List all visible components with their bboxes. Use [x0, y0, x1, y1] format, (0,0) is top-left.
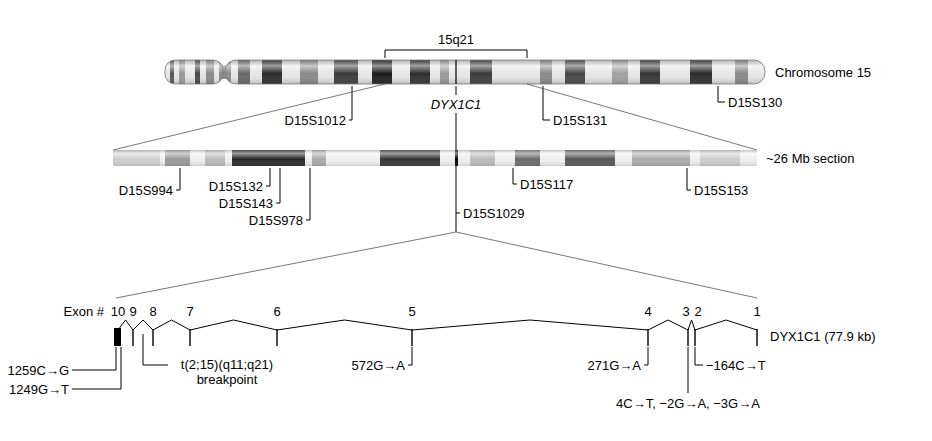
exon-number: 5 — [408, 304, 415, 319]
marker-label: D15S1012 — [285, 113, 346, 128]
intron-line — [412, 320, 648, 330]
zoom-line — [113, 84, 385, 150]
section-ground — [113, 150, 757, 166]
marker-label: D15S131 — [553, 113, 607, 128]
gene-label: DYX1C1 — [431, 97, 482, 112]
exon-number: 6 — [273, 304, 280, 319]
marker-leader — [718, 86, 725, 102]
marker-leader — [176, 168, 180, 190]
intron-line — [153, 320, 190, 330]
leader-lines — [72, 50, 725, 393]
marker-leader — [687, 168, 691, 190]
exon-tick — [694, 329, 695, 346]
exon-tick — [132, 329, 133, 346]
gene-mark — [455, 60, 456, 84]
marker-label: D15S117 — [520, 177, 573, 192]
band-label: 15q21 — [438, 32, 474, 47]
marker-leader — [543, 86, 550, 120]
mutation-leader — [688, 347, 689, 393]
mutation-label: −164C→T — [706, 358, 766, 373]
marker-label: D15S1029 — [463, 206, 524, 221]
exon-heading: Exon # — [64, 304, 104, 319]
mutation-label: 1249G→T — [9, 382, 69, 397]
marker-label: D15S978 — [249, 213, 303, 228]
mutation-label: 572G→A — [352, 358, 405, 373]
intron-line — [133, 320, 153, 330]
intron-line — [190, 320, 277, 330]
section-shading — [113, 150, 757, 166]
marker-label: D15S130 — [728, 95, 782, 110]
marker-label: D15S132 — [209, 179, 263, 194]
chromosome-outline — [165, 60, 223, 84]
marker-label: D15S143 — [219, 196, 273, 211]
exon-tick — [411, 329, 412, 346]
marker-label: D15S994 — [119, 183, 173, 198]
exon-tick — [152, 329, 153, 346]
exon-number: 9 — [129, 304, 136, 319]
mutation-label: 1259C→G — [8, 363, 69, 378]
exon-tick — [189, 329, 190, 346]
mutation-label: 271G→A — [588, 358, 641, 373]
chromosome-outline — [225, 60, 765, 84]
chromosome-label: Chromosome 15 — [775, 65, 871, 80]
exon-number: 4 — [644, 304, 651, 319]
gene-leader — [456, 86, 457, 95]
marker-leader — [349, 86, 352, 120]
mutation-leader — [72, 347, 116, 370]
exon-tick — [276, 329, 277, 346]
section-label: ~26 Mb section — [766, 151, 855, 166]
exon-tick — [756, 329, 757, 346]
region-bracket — [385, 50, 527, 58]
marker-leader — [266, 168, 270, 186]
intron-line — [688, 320, 695, 330]
mutation-leader — [695, 347, 703, 365]
chromosome-ideogram — [160, 56, 770, 88]
intron-line — [277, 320, 412, 330]
exon-tick — [687, 329, 688, 346]
zoom-line — [456, 232, 757, 298]
intron-line — [695, 320, 757, 330]
intron-line — [648, 320, 688, 330]
mutation-leader — [644, 347, 648, 365]
zoom-line — [527, 84, 757, 150]
exon-number: 8 — [149, 304, 156, 319]
exon-number: 3 — [682, 304, 689, 319]
exon-tick — [647, 329, 648, 346]
chromosome-ground — [160, 56, 770, 88]
exon-number: 7 — [186, 304, 193, 319]
marker-leader — [306, 168, 310, 220]
gene-structure — [114, 320, 757, 346]
gene-size-label: DYX1C1 (77.9 kb) — [770, 329, 876, 344]
section-ideogram — [113, 150, 757, 166]
exon-block — [114, 328, 121, 346]
marker-leader — [456, 166, 460, 232]
marker-leader — [513, 168, 517, 184]
marker-leader — [276, 168, 280, 203]
marker-label: D15S153 — [694, 183, 748, 198]
exon-number: 10 — [111, 304, 125, 319]
zoom-lines — [113, 84, 757, 298]
mutation-label: 4C→T, −2G→A, −3G→A — [616, 396, 760, 411]
breakpoint-leader — [143, 334, 168, 365]
exon-number: 1 — [753, 304, 760, 319]
zoom-line — [116, 232, 456, 298]
mutation-leader — [408, 347, 412, 365]
exon-number: 2 — [694, 304, 701, 319]
breakpoint-label: t(2;15)(q11;q21) breakpoint — [171, 357, 283, 387]
gene-leader — [456, 113, 457, 150]
mutation-leader — [72, 347, 121, 389]
chromosome-shading — [160, 56, 770, 88]
